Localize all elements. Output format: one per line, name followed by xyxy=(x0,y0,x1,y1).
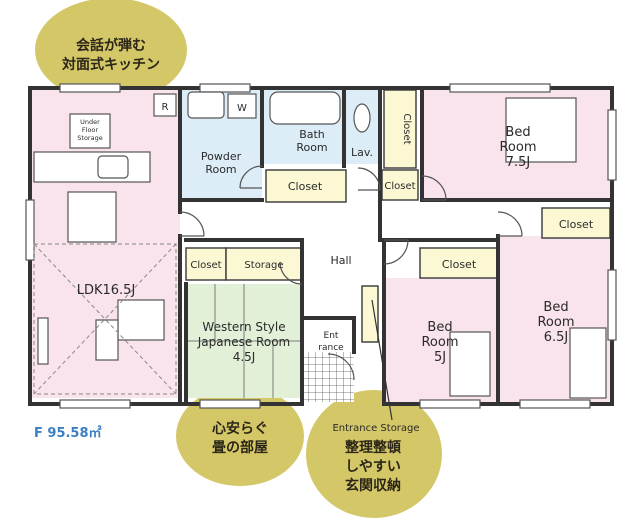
washer-label: W xyxy=(237,103,247,114)
japanese-line1: Western Style xyxy=(202,320,285,334)
sofa xyxy=(117,299,165,341)
bed1-line3: 7.5J xyxy=(506,155,531,170)
under-floor-line1: Under xyxy=(80,118,100,126)
closet-vertical-label: Closet xyxy=(401,113,412,144)
bed-2 xyxy=(569,327,607,399)
entrance-storage-caption: Entrance Storage xyxy=(332,423,419,434)
tatami-bubble-line1: 心安らぐ xyxy=(212,420,268,437)
bed-1 xyxy=(505,97,577,163)
bed3-line2: Room xyxy=(421,335,458,350)
windows xyxy=(25,83,617,409)
bath-line1: Bath xyxy=(299,128,325,141)
lavatory-label: Lav. xyxy=(351,146,373,159)
toilet xyxy=(353,103,371,133)
under-floor-line3: Storage xyxy=(77,134,102,142)
entrance-line2: rance xyxy=(318,343,344,353)
ldk-dashed-area xyxy=(33,243,177,395)
tatami-bubble: 心安らぐ 畳の部屋 xyxy=(176,386,304,486)
bathtub xyxy=(269,91,341,125)
kitchen-bubble-line1: 会話が弾む xyxy=(76,37,146,54)
bed1-line2: Room xyxy=(499,140,536,155)
bed2-line2: Room xyxy=(537,315,574,330)
entrance-bubble-line1: 整理整頓 xyxy=(344,439,401,456)
closet-hall-center-box xyxy=(265,169,347,203)
floor-area-label: F 95.58㎡ xyxy=(34,425,102,441)
closet-bed2-box xyxy=(541,207,611,239)
entrance-storage-box xyxy=(361,285,379,343)
hall-label: Hall xyxy=(330,254,351,267)
bed1-line1: Bed xyxy=(505,125,530,140)
entrance-bubble-line3: 玄関収納 xyxy=(345,477,401,494)
fixtures xyxy=(33,91,607,399)
ldk-label: LDK16.5J xyxy=(77,283,136,298)
under-floor-storage-box xyxy=(69,113,111,149)
kitchen-bubble-line2: 対面式キッチン xyxy=(61,56,160,73)
washer-box xyxy=(227,93,257,119)
closets xyxy=(185,89,611,343)
powder-line1: Powder xyxy=(201,150,242,163)
tv-stand xyxy=(37,317,49,365)
bed-3 xyxy=(449,331,491,397)
closet-vertical-box xyxy=(383,89,417,169)
door-swings xyxy=(179,165,523,381)
room-labels: Under Floor Storage R W Powder Room Bath… xyxy=(77,102,594,365)
coffee-table xyxy=(95,319,119,361)
bed2-line1: Bed xyxy=(543,300,568,315)
closet-bed2-label: Closet xyxy=(559,218,594,231)
bed3-line3: 5J xyxy=(434,350,446,365)
closet-small-box xyxy=(185,247,227,281)
closet-hall-right-label: Closet xyxy=(384,181,415,192)
tatami-mats xyxy=(186,284,302,398)
japanese-line3: 4.5J xyxy=(233,350,256,364)
entrance-line1: Ent xyxy=(324,331,339,341)
tatami-bubble-line2: 畳の部屋 xyxy=(212,439,268,456)
storage-box xyxy=(225,247,303,281)
entrance-bubble-line2: しやすい xyxy=(345,459,401,475)
powder-line2: Room xyxy=(205,163,236,176)
kitchen-bubble: 会話が弾む 対面式キッチン xyxy=(35,0,187,102)
closet-small-label: Closet xyxy=(190,260,221,271)
refrigerator-label: R xyxy=(162,102,169,113)
closet-hall-right-box xyxy=(381,169,419,201)
under-floor-line2: Floor xyxy=(82,126,98,134)
japanese-line2: Japanese Room xyxy=(197,335,290,349)
closet-bed3-label: Closet xyxy=(442,258,477,271)
kitchen-counter xyxy=(33,151,151,183)
bed2-line3: 6.5J xyxy=(544,330,569,345)
entrance-storage-leader xyxy=(371,299,393,421)
bath-line2: Room xyxy=(296,141,327,154)
closet-hall-center-label: Closet xyxy=(288,180,323,193)
refrigerator-box xyxy=(153,93,177,117)
sink-basin xyxy=(187,91,225,119)
kitchen-sink xyxy=(97,155,129,179)
closet-bed3-box xyxy=(419,247,499,279)
entrance-tile xyxy=(302,352,354,402)
entrance-storage-bubble: Entrance Storage 整理整頓 しやすい 玄関収納 xyxy=(306,390,442,518)
bed3-line1: Bed xyxy=(427,320,452,335)
storage-label: Storage xyxy=(244,260,283,271)
dining-table xyxy=(67,191,117,243)
